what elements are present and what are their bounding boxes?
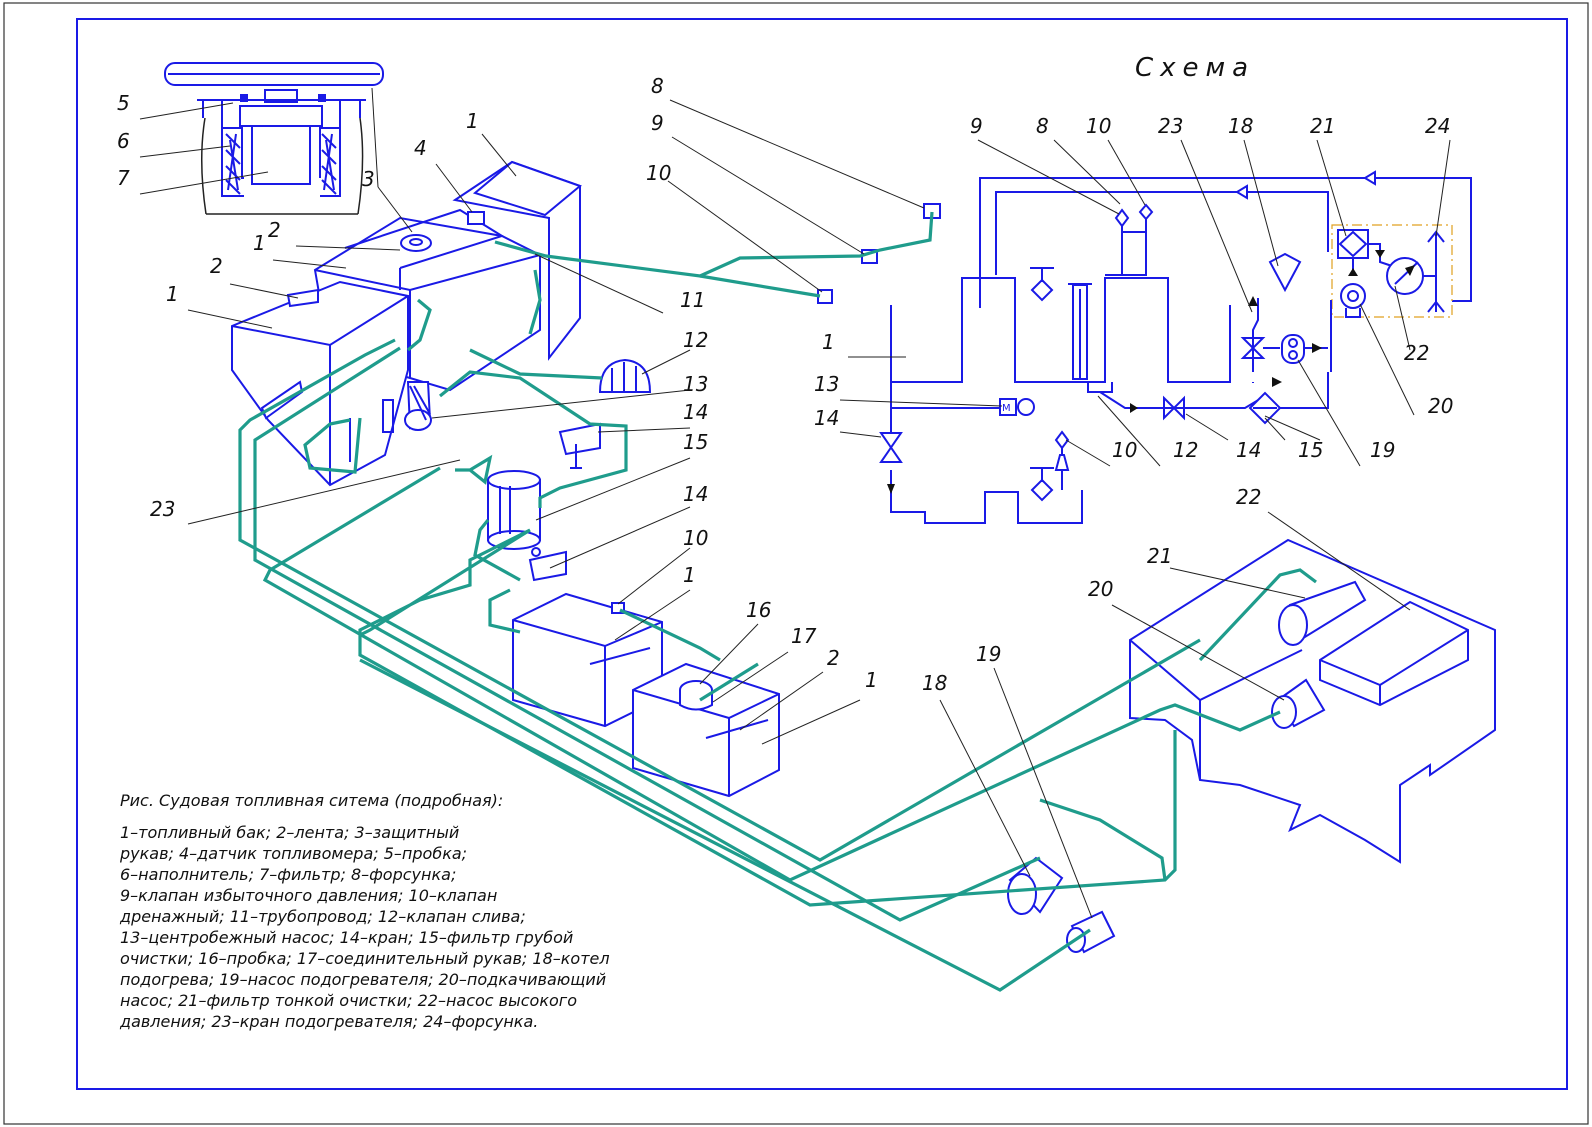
reserve-tank-1 (512, 592, 663, 728)
label-6: 6 (117, 129, 130, 153)
schematic-diagram: M (879, 170, 1472, 524)
heater-pump-19 (1066, 910, 1116, 954)
heater-boiler-18 (1007, 856, 1064, 915)
scheme-label-23: 23 (1158, 114, 1183, 138)
label-1-d: 1 (865, 668, 878, 692)
caption-line: подогрева; 19–насос подогревателя; 20–по… (120, 970, 606, 989)
tap-14-upper (558, 422, 601, 469)
label-14-a: 14 (683, 400, 708, 424)
scheme-label-22: 22 (1404, 341, 1429, 365)
scheme-label-13: 13 (814, 372, 839, 396)
fuel-pipelines (238, 211, 1317, 992)
scheme-label-18: 18 (1228, 114, 1253, 138)
label-4: 4 (414, 136, 427, 160)
caption-line: 1–топливный бак; 2–лента; 3–защитный (120, 823, 459, 842)
main-tank-assembly (231, 160, 582, 487)
outer-frame (3, 2, 1589, 1125)
label-1-top: 1 (466, 109, 479, 133)
label-8: 8 (651, 74, 664, 98)
scheme-label-9: 9 (970, 114, 983, 138)
label-5: 5 (117, 91, 130, 115)
scheme-title: Схема (1135, 53, 1255, 83)
label-21: 21 (1147, 544, 1172, 568)
caption-line: 13–центробежный насос; 14–кран; 15–фильт… (120, 928, 573, 947)
caption-title: Рис. Судовая топливная ситема (подробная… (120, 791, 503, 810)
caption-line: насос; 21–фильтр тонкой очистки; 22–насо… (120, 991, 577, 1010)
label-12: 12 (683, 328, 708, 352)
label-7: 7 (117, 166, 130, 190)
label-16: 16 (746, 598, 771, 622)
scheme-label-21: 21 (1310, 114, 1335, 138)
scheme-label-1: 1 (822, 330, 835, 354)
label-10-b: 10 (683, 526, 708, 550)
label-14-b: 14 (683, 482, 708, 506)
scheme-label-12: 12 (1173, 438, 1198, 462)
label-13: 13 (683, 372, 708, 396)
label-22: 22 (1236, 485, 1261, 509)
fine-filter-21 (1278, 580, 1367, 646)
svg-text:M: M (1002, 403, 1011, 414)
label-2-b: 2 (210, 254, 223, 278)
drain-valve-10-lower (611, 602, 625, 614)
label-19: 19 (976, 642, 1001, 666)
scheme-label-24: 24 (1425, 114, 1450, 138)
scheme-label-15: 15 (1298, 438, 1323, 462)
scheme-label-10: 10 (1086, 114, 1111, 138)
leader-lines (139, 87, 1451, 919)
caption-line: дренажный; 11–трубопровод; 12–клапан сли… (119, 907, 526, 926)
tap-14-lower (528, 547, 567, 582)
label-9: 9 (651, 111, 664, 135)
caption-line: 6–наполнитель; 7–фильтр; 8–форсунка; (120, 865, 456, 884)
label-10: 10 (646, 161, 671, 185)
label-11: 11 (680, 288, 705, 312)
label-2-c: 2 (827, 646, 840, 670)
label-1-c: 1 (683, 563, 696, 587)
caption-line: очистки; 16–пробка; 17–соединительный ру… (120, 949, 610, 968)
figure-caption: Рис. Судовая топливная ситема (подробная… (119, 791, 610, 1031)
label-17: 17 (791, 624, 817, 648)
label-18: 18 (922, 671, 947, 695)
label-15: 15 (683, 430, 708, 454)
label-1-b: 1 (166, 282, 179, 306)
caption-line: давления; 23–кран подогревателя; 24–форс… (119, 1012, 538, 1031)
scheme-label-14-b: 14 (1236, 438, 1261, 462)
filler-neck-detail (164, 62, 384, 215)
reserve-tank-2 (632, 662, 780, 798)
drain-valve-12 (598, 358, 652, 393)
scheme-label-19: 19 (1370, 438, 1395, 462)
label-20: 20 (1088, 577, 1113, 601)
label-3: 3 (362, 167, 375, 191)
scheme-label-14: 14 (814, 406, 839, 430)
label-1-a: 1 (253, 231, 266, 255)
label-2-a: 2 (268, 218, 281, 242)
caption-line: 9–клапан избыточного давления; 10–клапан (120, 886, 497, 905)
booster-pump-20 (1271, 678, 1326, 729)
scheme-label-10-b: 10 (1112, 438, 1137, 462)
drawing-frame (76, 18, 1568, 1090)
scheme-label-8: 8 (1036, 114, 1049, 138)
scheme-label-20: 20 (1428, 394, 1453, 418)
drain-valve-10 (817, 289, 833, 304)
caption-line: рукав; 4–датчик топливомера; 5–пробка; (119, 844, 467, 863)
label-23: 23 (150, 497, 175, 521)
